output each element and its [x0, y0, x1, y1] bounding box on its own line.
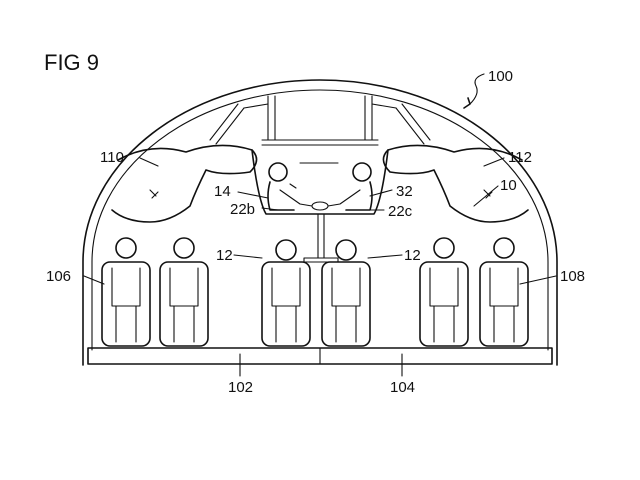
label-100: 100: [488, 68, 513, 85]
fuselage-inner-shell: [91, 89, 549, 351]
label-108: 108: [560, 268, 585, 285]
seat-row-right: [419, 237, 529, 347]
ceiling-structure: [209, 95, 431, 146]
label-106: 106: [46, 268, 71, 285]
passenger-seat-1: [101, 237, 151, 347]
label-112: 112: [508, 149, 532, 166]
label-104: 104: [390, 379, 415, 396]
label-32: 32: [396, 183, 413, 200]
bin-left-mark: [149, 189, 159, 199]
overhead-bin-left: [111, 144, 258, 223]
figure-title: FIG 9: [44, 50, 99, 75]
seat-row-center: [261, 239, 371, 347]
passenger-seat-4: [321, 239, 371, 347]
seat-row-left: [101, 237, 209, 347]
arrow-icon: [463, 97, 471, 109]
fuselage-outer-shell: [82, 79, 558, 366]
label-102: 102: [228, 379, 253, 396]
label-14: 14: [214, 183, 231, 200]
label-110: 110: [100, 149, 124, 166]
upper-passenger-right: [311, 162, 373, 211]
upper-passenger-left: [267, 162, 313, 211]
passenger-seat-6: [479, 237, 529, 347]
label-10: 10: [500, 177, 517, 194]
label-22b: 22b: [230, 201, 255, 218]
passenger-seat-3: [261, 239, 311, 347]
bin-right-mark: [483, 189, 493, 199]
passenger-seat-2: [159, 237, 209, 347]
label-12-center-right: 12: [404, 247, 421, 264]
leader-lines: [83, 73, 557, 377]
passenger-seat-5: [419, 237, 469, 347]
label-12-center-left: 12: [216, 247, 233, 264]
overhead-bin-right: [382, 144, 529, 223]
label-22c: 22c: [388, 203, 413, 220]
